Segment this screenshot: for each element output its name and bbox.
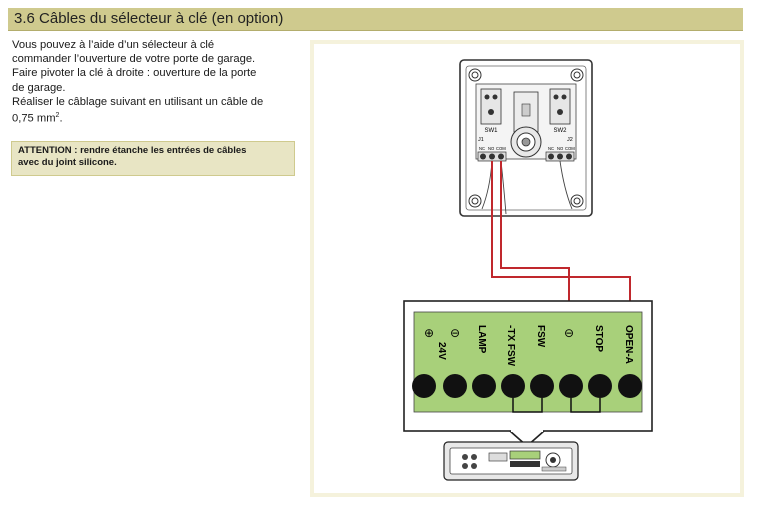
intro-line-2: commander l’ouverture de votre porte de …	[12, 53, 256, 66]
warning-box: ATTENTION : rendre étanche les entrées d…	[11, 141, 295, 176]
cable-section-exponent: 2	[55, 112, 60, 120]
corner-screw-icon	[468, 194, 482, 208]
j1-terminal-block	[477, 151, 507, 162]
intro-line-1: Vous pouvez à l’aide d’un sélecteur à cl…	[12, 39, 215, 51]
j2-terminal-nc: NC	[548, 146, 554, 151]
label-fsw: FSW	[535, 325, 546, 348]
j2-terminal-block	[545, 151, 575, 162]
corner-screw-icon	[468, 68, 482, 82]
label-sw2: SW2	[553, 128, 567, 134]
corner-screw-icon	[570, 68, 584, 82]
intro-line-6: 0,75 mm2.	[12, 109, 297, 126]
wiring-diagram: SW1 SW2 J1 J2 NC NO COM NC NO COM	[310, 40, 744, 497]
label-lamp: LAMP	[476, 325, 487, 354]
label-open-a: OPEN-A	[623, 325, 634, 364]
label-stop: STOP	[593, 325, 604, 352]
intro-text: Vous pouvez à l’aide d’un sélecteur à cl…	[12, 38, 297, 126]
key-selector: SW1 SW2 J1 J2 NC NO COM NC NO COM	[459, 59, 593, 217]
j2-terminal-no: NO	[557, 146, 564, 151]
wiring-svg: SW1 SW2 J1 J2 NC NO COM NC NO COM	[403, 59, 653, 481]
minus-symbol: ⊖	[564, 326, 574, 340]
minus-symbol: ⊖	[450, 326, 460, 340]
key-cylinder-icon	[510, 91, 542, 158]
j2-terminal-com: COM	[565, 146, 575, 151]
cable-section: 0,75 mm	[12, 112, 56, 125]
section-title: 3.6 Câbles du sélecteur à clé (en option…	[14, 10, 284, 27]
warning-line-2: avec du joint silicone.	[18, 157, 117, 168]
terminal-screws	[412, 374, 642, 398]
j1-terminal-no: NO	[488, 146, 495, 151]
label-tx-fsw: -TX FSW	[505, 325, 516, 367]
j1-terminal-com: COM	[496, 146, 506, 151]
warning-line-1: ATTENTION : rendre étanche les entrées d…	[18, 145, 247, 156]
section-header: 3.6 Câbles du sélecteur à clé (en option…	[8, 8, 743, 31]
intro-line-5: Réaliser le câblage suivant en utilisant…	[12, 95, 264, 108]
plus-symbol: ⊕	[424, 326, 434, 340]
label-j2: J2	[567, 137, 573, 143]
switch-sw2	[549, 88, 571, 125]
control-unit: ⊕ ⊖ ⊖ 24V LAMP -TX FSW FSW STOP OPEN-A	[403, 300, 653, 448]
j1-terminal-nc: NC	[479, 146, 485, 151]
intro-line-4: de garage.	[12, 81, 66, 94]
label-24v: 24V	[436, 342, 447, 360]
label-j1: J1	[478, 137, 484, 143]
intro-line-3: Faire pivoter la clé à droite : ouvertur…	[12, 67, 257, 80]
wiring-diagram-canvas: SW1 SW2 J1 J2 NC NO COM NC NO COM	[314, 44, 740, 493]
control-card-icon	[443, 441, 579, 481]
switch-sw1	[480, 88, 502, 125]
label-sw1: SW1	[484, 128, 498, 134]
corner-screw-icon	[570, 194, 584, 208]
intro-period: .	[59, 112, 63, 125]
